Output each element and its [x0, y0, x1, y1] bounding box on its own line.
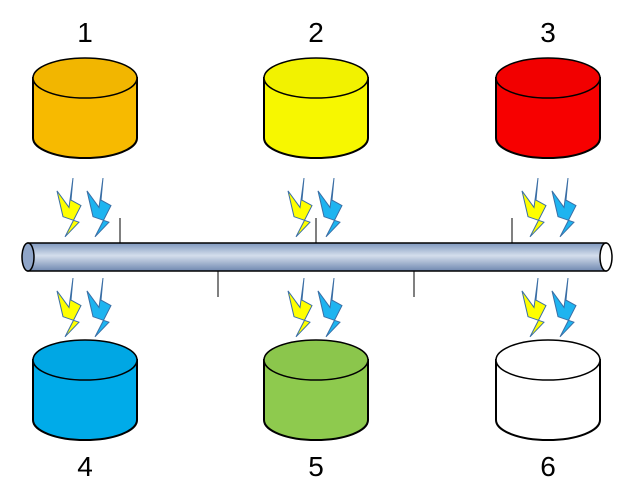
wireless-yellow-bolt-icon: [56, 177, 82, 238]
wireless-yellow-bolt-icon: [56, 277, 82, 338]
node-cylinder-4: [32, 339, 138, 441]
wireless-yellow-bolt-icon: [521, 177, 547, 238]
node-label-5: 5: [308, 451, 324, 482]
wireless-blue-bolt-icon: [317, 277, 343, 338]
wireless-blue-bolt-icon: [317, 177, 343, 238]
node-cylinder-2: [263, 57, 369, 159]
wireless-yellow-bolt-icon: [521, 277, 547, 338]
wireless-blue-bolt-icon: [551, 277, 577, 338]
node-label-1: 1: [77, 17, 93, 48]
node-cylinder-5: [263, 339, 369, 441]
wireless-blue-bolt-icon: [551, 177, 577, 238]
node-label-3: 3: [540, 17, 556, 48]
node-cylinder-3: [495, 57, 601, 159]
node-cylinder-1: [32, 57, 138, 159]
node-label-6: 6: [540, 451, 556, 482]
node-label-2: 2: [308, 17, 324, 48]
wireless-blue-bolt-icon: [86, 177, 112, 238]
wireless-blue-bolt-icon: [86, 277, 112, 338]
wireless-yellow-bolt-icon: [287, 277, 313, 338]
wireless-yellow-bolt-icon: [287, 177, 313, 238]
node-label-4: 4: [77, 451, 93, 482]
node-cylinder-6: [495, 339, 601, 441]
bus-pipe: [21, 242, 613, 272]
